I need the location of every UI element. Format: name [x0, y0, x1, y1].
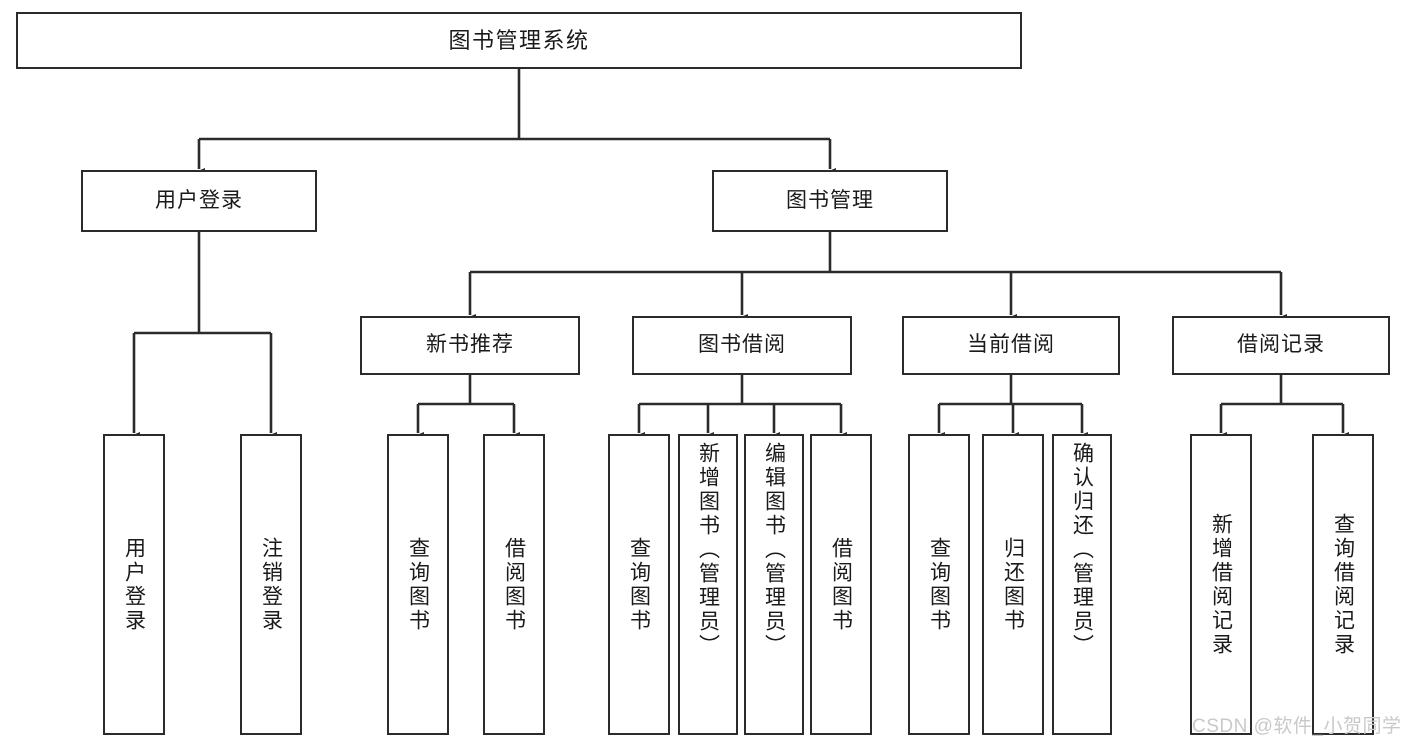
csdn-watermark: CSDN @软件_小贺同学	[1192, 716, 1402, 737]
node-label: 借阅图书	[502, 536, 526, 633]
node-leaf-br-add[interactable]: 新增借阅记录	[1190, 434, 1252, 735]
node-label: 注销登录	[259, 536, 283, 633]
node-label: 查询图书	[927, 536, 951, 633]
node-user-login[interactable]: 用户登录	[81, 170, 317, 232]
node-book-borrow[interactable]: 图书借阅	[632, 316, 852, 375]
node-leaf-bw-borrow[interactable]: 借阅图书	[810, 434, 872, 735]
node-leaf-cb-return[interactable]: 归还图书	[982, 434, 1044, 735]
node-label: 新书推荐	[426, 333, 514, 357]
node-new-book-rec[interactable]: 新书推荐	[360, 316, 580, 375]
node-leaf-user-logout[interactable]: 注销登录	[240, 434, 302, 735]
node-label: 新增图书（管理员）	[696, 442, 720, 658]
node-label: 图书管理	[786, 188, 874, 212]
node-leaf-bw-edit[interactable]: 编辑图书（管理员）	[744, 434, 804, 735]
node-label: 图书借阅	[698, 333, 786, 357]
node-leaf-rec-borrow[interactable]: 借阅图书	[483, 434, 545, 735]
node-label: 查询图书	[406, 536, 430, 633]
node-current-borrow[interactable]: 当前借阅	[902, 316, 1120, 375]
node-leaf-user-login[interactable]: 用户登录	[103, 434, 165, 735]
node-root[interactable]: 图书管理系统	[16, 12, 1022, 69]
node-label: 借阅记录	[1237, 333, 1325, 357]
node-leaf-bw-add[interactable]: 新增图书（管理员）	[678, 434, 738, 735]
node-label: 归还图书	[1001, 536, 1025, 633]
node-label: 图书管理系统	[448, 27, 590, 53]
node-leaf-cb-query[interactable]: 查询图书	[908, 434, 970, 735]
node-label: 确认归还（管理员）	[1070, 442, 1094, 658]
node-leaf-bw-query[interactable]: 查询图书	[608, 434, 670, 735]
node-label: 当前借阅	[967, 333, 1055, 357]
node-leaf-br-query[interactable]: 查询借阅记录	[1312, 434, 1374, 735]
node-label: 编辑图书（管理员）	[762, 442, 786, 658]
node-label: 借阅图书	[829, 536, 853, 633]
node-borrow-record[interactable]: 借阅记录	[1172, 316, 1390, 375]
node-leaf-rec-query[interactable]: 查询图书	[387, 434, 449, 735]
node-book-manage[interactable]: 图书管理	[712, 170, 948, 232]
node-label: 用户登录	[122, 536, 146, 633]
node-leaf-cb-confirm[interactable]: 确认归还（管理员）	[1052, 434, 1112, 735]
node-label: 查询图书	[627, 536, 651, 633]
node-label: 新增借阅记录	[1209, 512, 1233, 657]
node-label: 用户登录	[155, 188, 243, 212]
node-label: 查询借阅记录	[1331, 512, 1355, 657]
